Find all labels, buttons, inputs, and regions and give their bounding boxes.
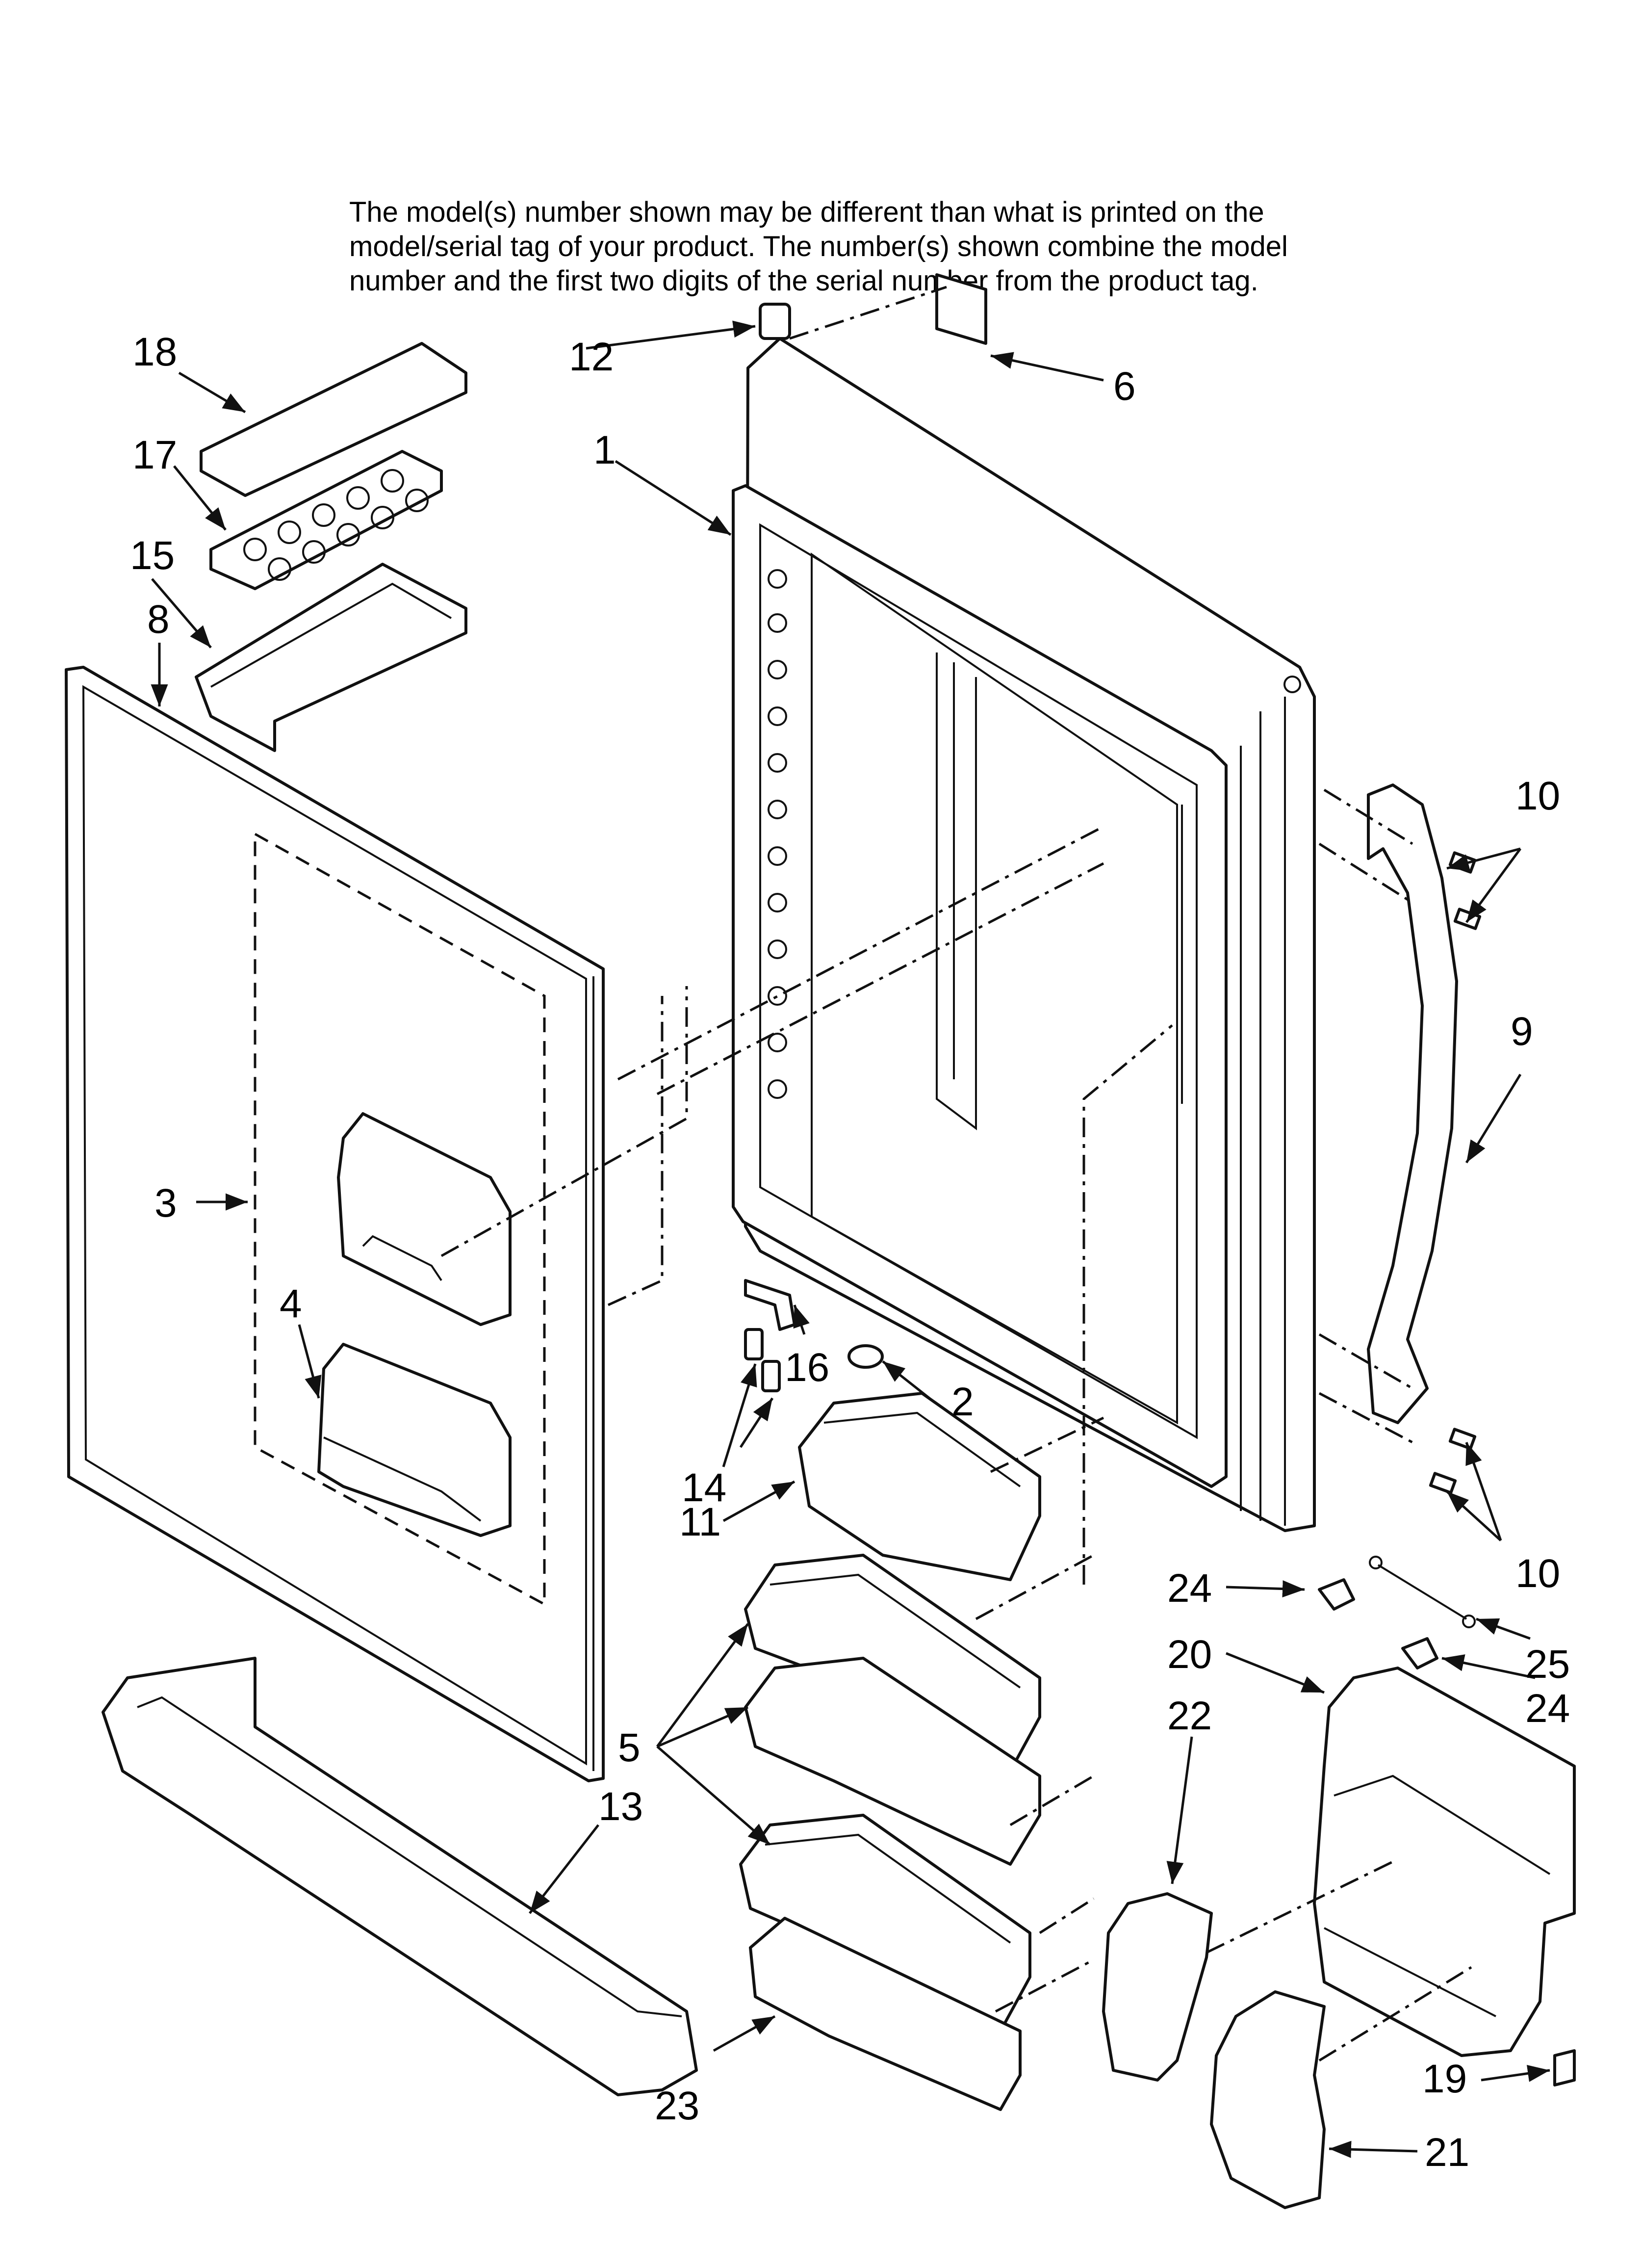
callout-5: 5 <box>618 1725 641 1770</box>
callout-22: 22 <box>1167 1694 1212 1738</box>
note-line-1: The model(s) number shown may be differe… <box>349 196 1264 228</box>
door-outer-panel <box>732 337 1316 1532</box>
clip-24-upper <box>1318 1578 1355 1611</box>
callout-10-lower: 10 <box>1515 1551 1560 1596</box>
callout-labels: 18 17 15 8 12 6 1 10 9 3 4 16 2 14 11 10… <box>130 330 1570 2175</box>
wire-25 <box>1369 1556 1476 1628</box>
callout-25: 25 <box>1525 1642 1570 1687</box>
door-screws <box>744 1328 781 1392</box>
door-bracket <box>744 1279 796 1331</box>
dispenser-cover <box>337 1112 512 1326</box>
callout-13: 13 <box>598 1784 643 1829</box>
door-bin-5-middle <box>744 1657 1041 1866</box>
callout-11: 11 <box>679 1500 721 1544</box>
dispenser-housing-20 <box>1313 1667 1576 2057</box>
callout-3: 3 <box>154 1181 177 1225</box>
leader-lines <box>151 320 1550 2158</box>
callout-24-upper: 24 <box>1167 1566 1212 1611</box>
callout-2: 2 <box>951 1380 974 1424</box>
note-line-3: number and the first two digits of the s… <box>349 265 1258 297</box>
dispenser-bin <box>317 1343 512 1537</box>
callout-19: 19 <box>1422 2057 1467 2101</box>
note-line-2: model/serial tag of your product. The nu… <box>349 231 1288 262</box>
callout-18: 18 <box>132 330 177 374</box>
cover-22 <box>1102 1892 1213 2082</box>
callout-4: 4 <box>280 1281 302 1326</box>
callout-6: 6 <box>1113 364 1136 409</box>
callout-17: 17 <box>132 433 177 477</box>
door-bin-11 <box>798 1392 1041 1581</box>
door-label <box>935 273 987 345</box>
callout-15: 15 <box>130 533 175 578</box>
door-bin-large <box>102 1657 698 2096</box>
tab-19 <box>1553 2049 1576 2086</box>
door-liner <box>65 666 605 1782</box>
callout-12: 12 <box>569 335 614 379</box>
hinge-plug <box>759 303 791 340</box>
callout-20: 20 <box>1167 1632 1212 1677</box>
model-number-note: The model(s) number shown may be differe… <box>349 195 1428 298</box>
callout-23: 23 <box>655 2084 699 2128</box>
callout-10-upper: 10 <box>1515 774 1560 818</box>
door-cap <box>847 1344 884 1369</box>
clip-24-lower <box>1401 1637 1438 1669</box>
callout-1: 1 <box>593 428 616 472</box>
callout-9: 9 <box>1511 1009 1533 1054</box>
dairy-cover <box>200 342 467 497</box>
callout-21: 21 <box>1425 2130 1469 2175</box>
callout-8: 8 <box>147 597 170 642</box>
egg-tray <box>209 450 443 590</box>
assembly-lines <box>440 286 1472 2062</box>
callout-16: 16 <box>785 1345 829 1390</box>
door-bin-23 <box>749 1917 1022 2111</box>
callout-24-lower: 24 <box>1525 1686 1570 1731</box>
callout-14: 14 <box>682 1465 726 1510</box>
cover-21 <box>1210 1990 1326 2209</box>
door-handle <box>1367 783 1458 1424</box>
utility-bin <box>195 563 467 752</box>
door-bin-5-upper <box>744 1554 1041 1773</box>
door-bin-5-lower <box>739 1814 1031 2033</box>
